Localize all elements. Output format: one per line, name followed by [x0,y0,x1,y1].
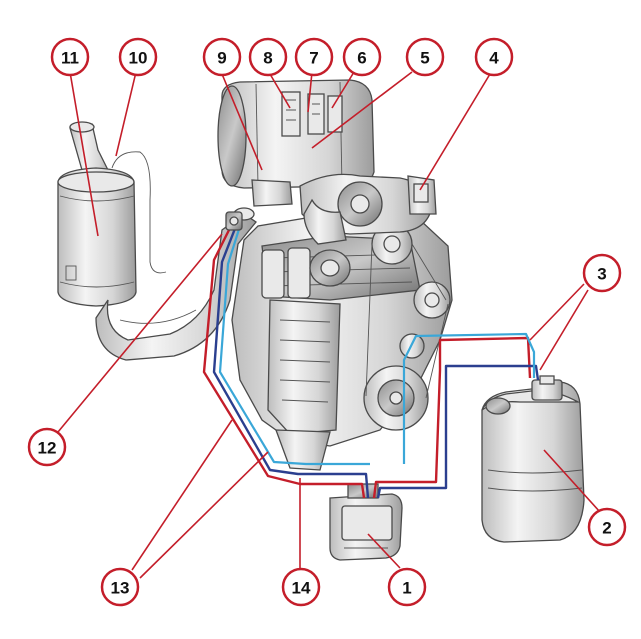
callout-10: 10 [118,37,158,77]
dosing-injector [225,211,243,231]
callout-7: 7 [294,37,334,77]
turbocharger [299,173,437,245]
callout-8: 8 [248,37,288,77]
exhaust-connector [251,179,293,207]
aftertreatment-canister [57,121,137,307]
svg-text:13: 13 [111,579,130,598]
svg-text:12: 12 [38,439,57,458]
svg-text:6: 6 [357,49,366,68]
callout-2: 2 [587,507,627,547]
callout-4: 4 [474,37,514,77]
callout-12: 12 [27,427,67,467]
scr-catalyst-muffler [217,79,375,189]
svg-text:1: 1 [402,579,411,598]
callout-3: 3 [582,253,622,293]
svg-text:4: 4 [489,49,499,68]
callout-6: 6 [342,37,382,77]
def-pump-module [329,483,403,561]
callout-5: 5 [405,37,445,77]
leader-lines [57,71,601,579]
callout-13: 13 [100,567,140,607]
svg-text:10: 10 [129,49,148,68]
def-lines [202,225,540,499]
callout-11: 11 [50,37,90,77]
svg-text:14: 14 [292,579,311,598]
svg-text:3: 3 [597,265,606,284]
svg-text:7: 7 [309,49,318,68]
svg-text:5: 5 [420,49,429,68]
callout-14: 14 [281,567,321,607]
svg-text:2: 2 [602,519,611,538]
sensor-wire [111,151,167,274]
def-tank [481,375,585,543]
svg-text:9: 9 [217,49,226,68]
svg-text:11: 11 [61,49,79,68]
callout-1: 1 [387,567,427,607]
svg-text:8: 8 [263,49,272,68]
callout-9: 9 [202,37,242,77]
front-pulleys [363,223,451,431]
